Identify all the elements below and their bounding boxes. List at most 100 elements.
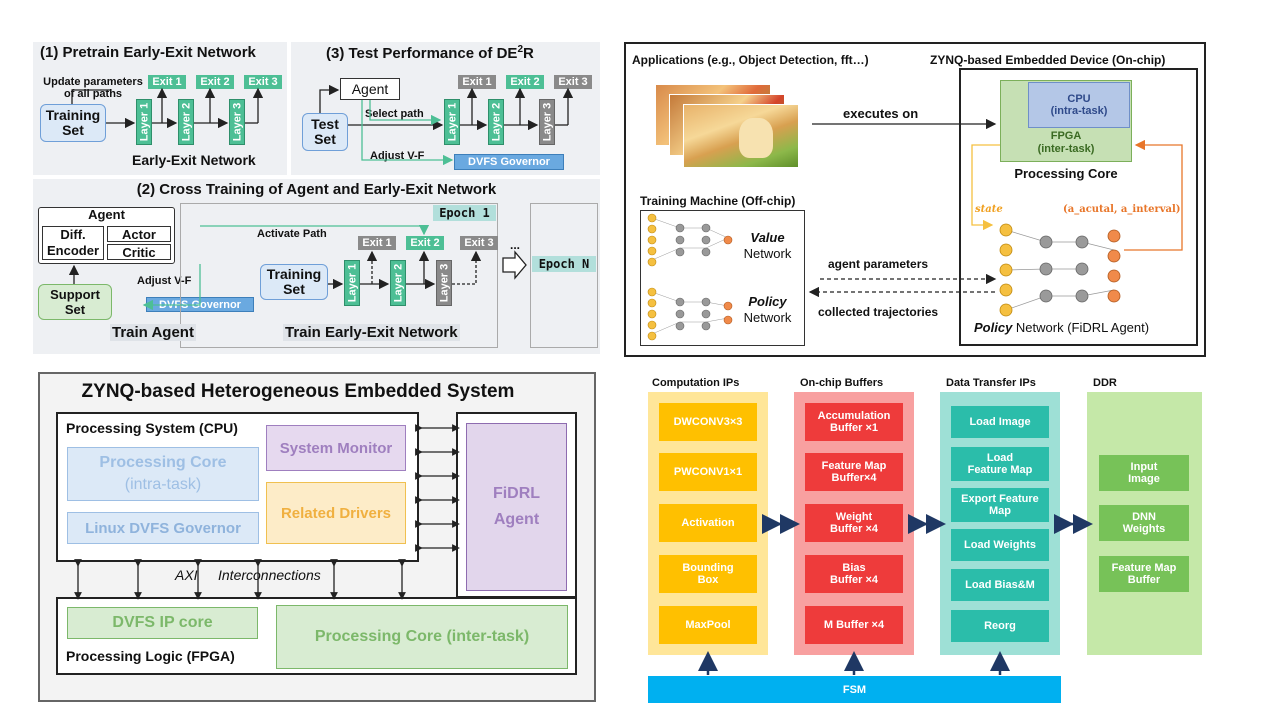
panel-system-overview (624, 42, 1206, 357)
header-ddr: DDR (1093, 377, 1117, 389)
exit-3: Exit 3 (460, 236, 498, 250)
buf-accumulation: Accumulation Buffer ×1 (805, 403, 903, 441)
dog-photo-icon (739, 118, 773, 158)
related-drivers-box: Related Drivers (266, 482, 406, 544)
test-set-box: Test Set (302, 113, 348, 151)
device-box (959, 68, 1198, 346)
app-image-stack (655, 84, 805, 170)
exit-1: Exit 1 (358, 236, 396, 250)
header-buffers: On-chip Buffers (800, 377, 884, 389)
fidrl-label: FiDRL (492, 485, 541, 502)
ip-dwconv: DWCONV3×3 (659, 403, 757, 441)
ip-maxpool: MaxPool (659, 606, 757, 644)
train-agent-caption: Train Agent (110, 324, 196, 341)
processing-core-sub: (intra-task) (124, 476, 202, 493)
ip-bounding-box: Bounding Box (659, 555, 757, 593)
policy-word: Policy (974, 320, 1013, 335)
critic-box: Critic (107, 244, 171, 260)
exit-3: Exit 3 (554, 75, 592, 89)
cpu-box: CPU (intra-task) (1028, 82, 1130, 128)
exit-1: Exit 1 (458, 75, 496, 89)
axi-label: AXI (175, 567, 198, 583)
action-label: (a_acutal, a_interval) (1063, 204, 1181, 215)
buf-feature-map: Feature Map Buffer×4 (805, 453, 903, 491)
state-label: state (975, 204, 1003, 215)
fpga-label: FPGA (1050, 130, 1082, 142)
processing-core-box: Processing Core (intra-task) (67, 447, 259, 501)
epoch-1-label: Epoch 1 (433, 205, 496, 221)
layer-1: Layer 1 (344, 260, 360, 306)
zynq-system-title: ZYNQ-based Heterogeneous Embedded System (81, 381, 515, 402)
adjust-vf-label: Adjust V-F (137, 275, 192, 287)
value-word: Value (750, 230, 785, 245)
fsm-bar: FSM (648, 676, 1061, 703)
bl-arrows (74, 424, 460, 600)
interconnections-label: Interconnections (218, 567, 321, 583)
fidrl-agent-label: Agent (493, 511, 540, 528)
ddr-dnn-weights: DNN Weights (1099, 505, 1189, 541)
panel-cross-title: (2) Cross Training of Agent and Early-Ex… (136, 181, 497, 198)
dvfs-governor: DVFS Governor (454, 154, 564, 170)
dvfs-ip-core-box: DVFS IP core (67, 607, 258, 639)
training-set-box: Training Set (260, 264, 328, 300)
activate-path-label: Activate Path (257, 228, 327, 240)
linux-dvfs-box: Linux DVFS Governor (67, 512, 259, 544)
layer-1: Layer 1 (136, 99, 152, 145)
processing-core-label: Processing Core (1014, 166, 1118, 181)
header-transfer: Data Transfer IPs (946, 377, 1036, 389)
action-text: (a_acutal, a_interval) (1063, 204, 1181, 215)
panel-test-title-text: (3) Test Performance of DE (326, 45, 518, 62)
buf-bias: Bias Buffer ×4 (805, 555, 903, 593)
xfer-load-bias: Load Bias&M (951, 569, 1049, 601)
system-monitor-box: System Monitor (266, 425, 406, 471)
ddr-feature-map-buffer: Feature Map Buffer (1099, 556, 1189, 592)
select-path-label: Select path (365, 108, 424, 120)
exit-2: Exit 2 (196, 75, 234, 89)
policy-word: Policy (748, 294, 787, 309)
state-text: state (975, 204, 1003, 215)
processing-logic-label: Processing Logic (FPGA) (66, 648, 235, 664)
tr-flow (808, 118, 1183, 298)
training-set-box: Training Set (40, 104, 106, 142)
layer-2: Layer 2 (488, 99, 504, 145)
layer-2: Layer 2 (390, 260, 406, 306)
panel-test-title: (3) Test Performance of DE2R (326, 44, 534, 62)
ddr-input-image: Input Image (1099, 455, 1189, 491)
epoch1-frame (180, 203, 498, 348)
policy-network-rest: Network (FiDRL Agent) (1012, 320, 1150, 335)
value-net-icon (647, 213, 733, 267)
title-tail: R (523, 45, 534, 62)
buf-m: M Buffer ×4 (805, 606, 903, 644)
train-ee-caption: Train Early-Exit Network (283, 324, 460, 341)
xfer-load-image: Load Image (951, 406, 1049, 438)
ip-pwconv: PWCONV1×1 (659, 453, 757, 491)
actor-box: Actor (107, 226, 171, 242)
exit-1: Exit 1 (148, 75, 186, 89)
cpu-label: CPU (1067, 93, 1091, 105)
cpu-sub: (intra-task) (1050, 105, 1108, 117)
p3-flow (319, 84, 574, 166)
executes-on-label: executes on (843, 106, 919, 121)
collected-trajectories-label: collected trajectories (818, 305, 939, 319)
layer-3: Layer 3 (436, 260, 452, 306)
epochN-frame (530, 203, 598, 348)
panel-pretrain-title: (1) Pretrain Early-Exit Network (40, 44, 256, 61)
agent-box: Agent (340, 78, 400, 100)
exit-2: Exit 2 (506, 75, 544, 89)
header-computation: Computation IPs (652, 377, 740, 389)
layer-2: Layer 2 (178, 99, 194, 145)
training-machine-title: Training Machine (Off-chip) (640, 194, 796, 208)
xfer-load-feature-map: Load Feature Map (951, 447, 1049, 481)
support-set-box: Support Set (38, 284, 112, 320)
processing-system-label: Processing System (CPU) (66, 420, 238, 436)
exit-3: Exit 3 (244, 75, 282, 89)
exit-2: Exit 2 (406, 236, 444, 250)
diff-encoder: Diff. Encoder (42, 226, 104, 260)
fidrl-agent-box: FiDRL Agent (466, 423, 567, 591)
training-machine-box (640, 210, 805, 346)
agent-title: Agent (88, 207, 125, 222)
network-word: Network (743, 310, 792, 325)
early-exit-caption: Early-Exit Network (132, 152, 256, 168)
